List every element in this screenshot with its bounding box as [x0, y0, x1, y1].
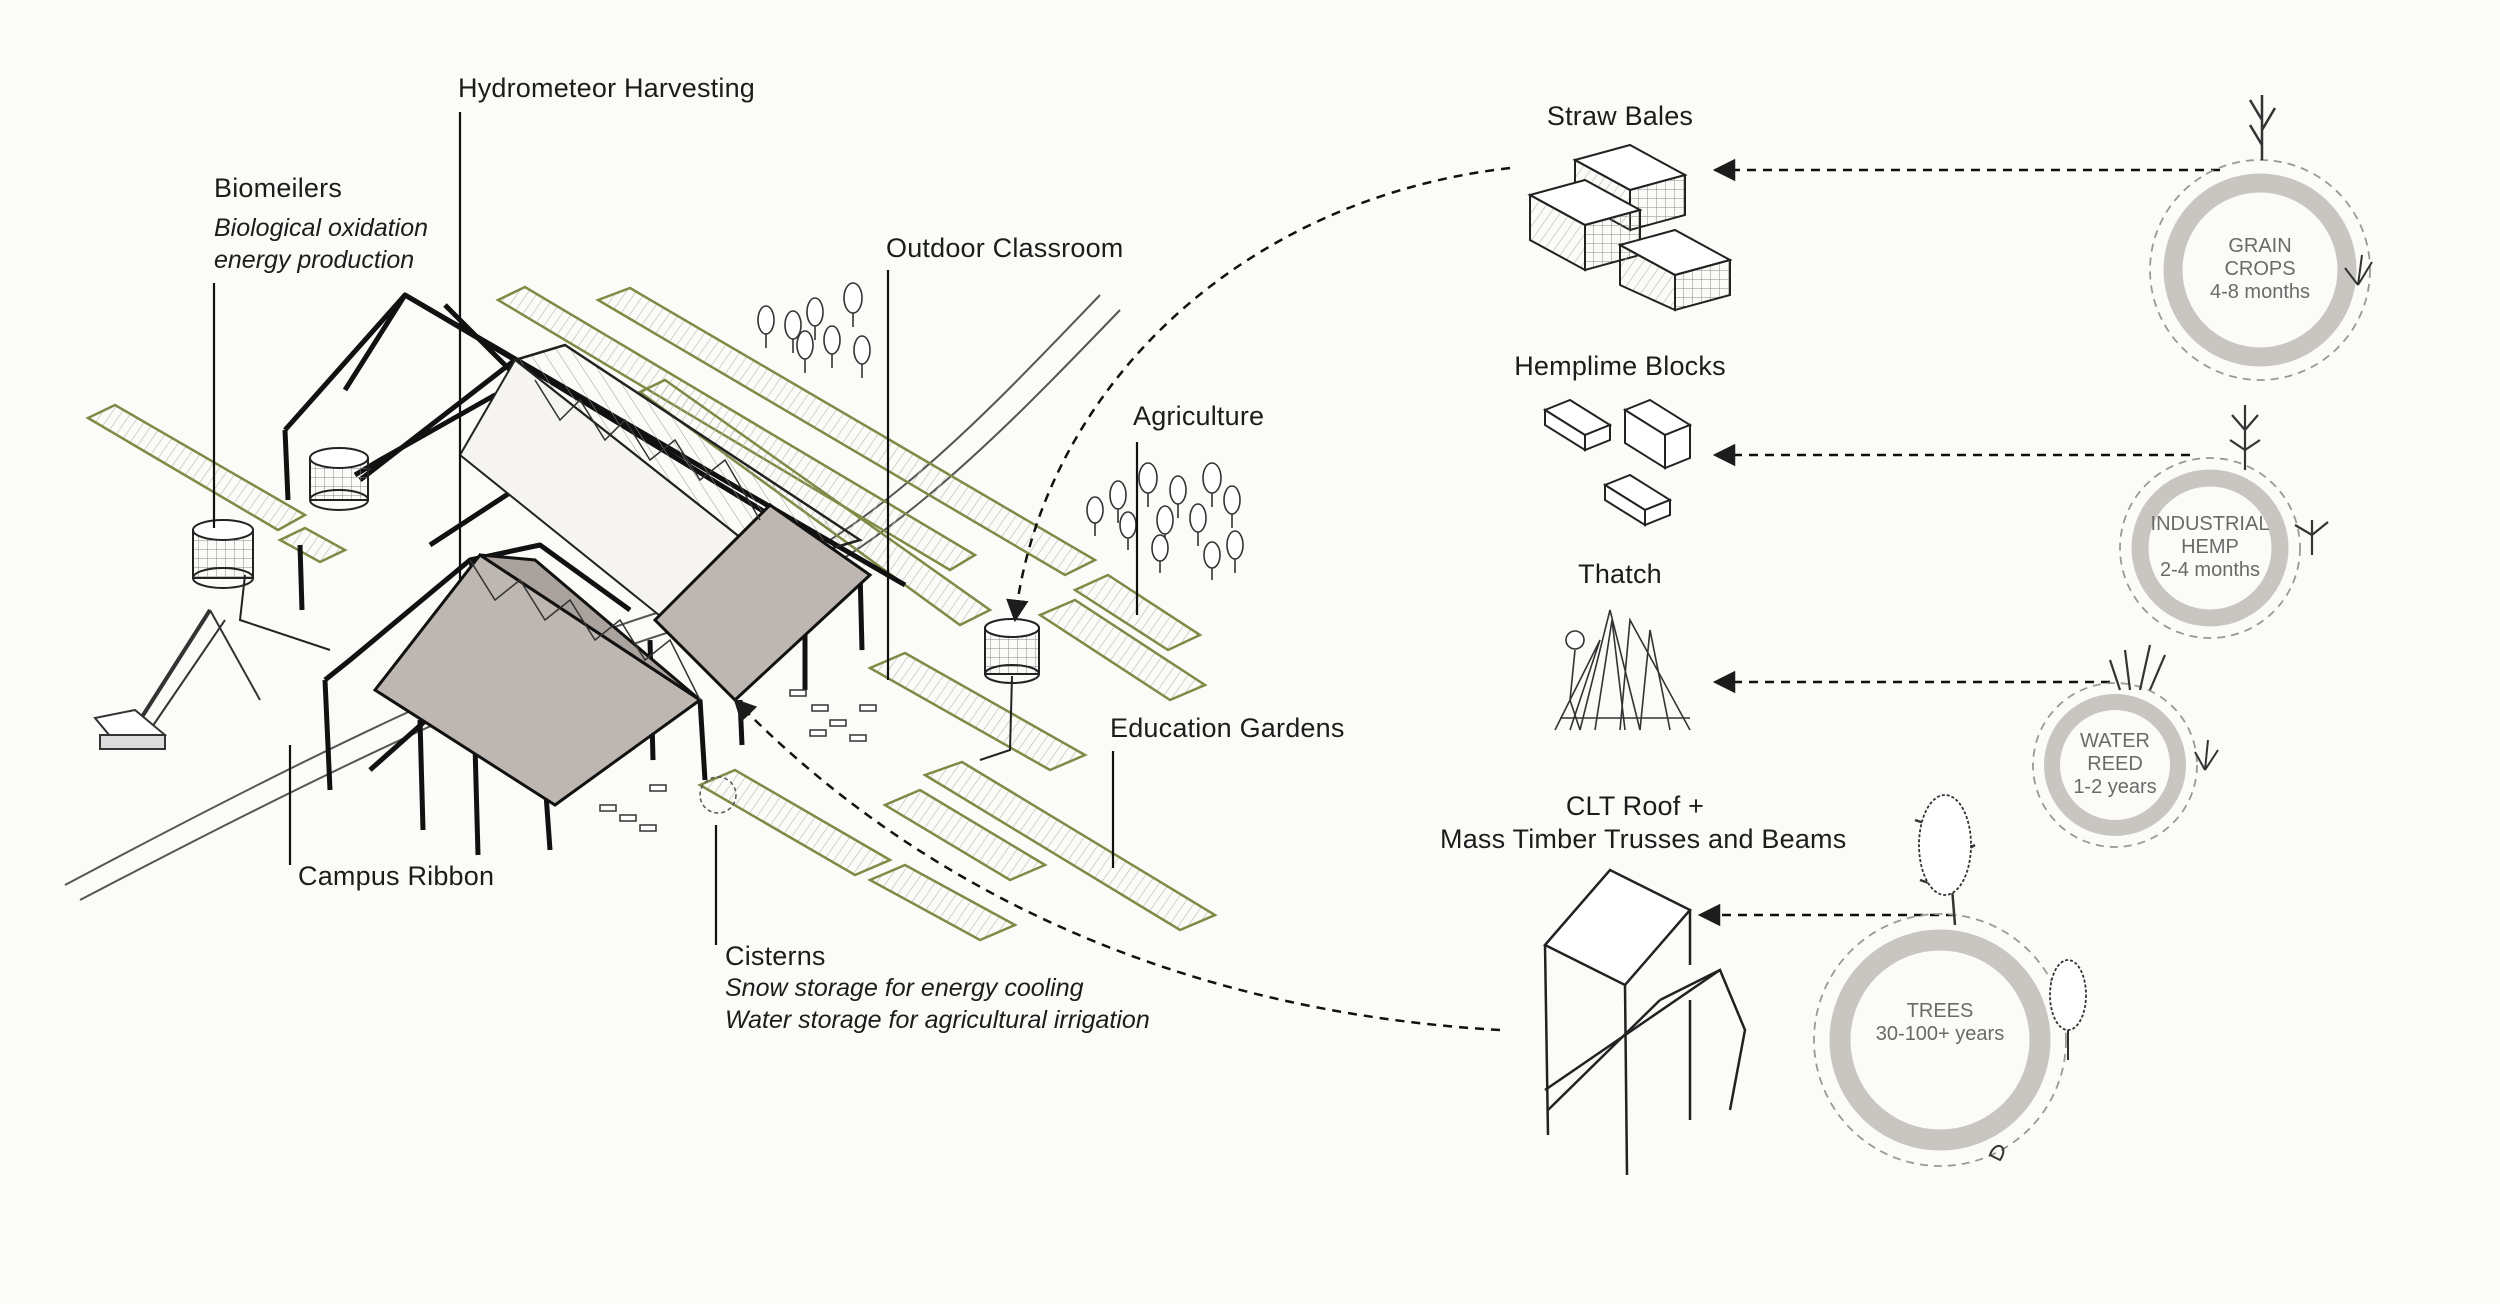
tree-cluster-agriculture [1086, 462, 1244, 580]
cycle-name-1: TREES [1906, 1000, 1974, 1022]
biomeiler-cylinder-rear [309, 447, 369, 511]
leader-lines [212, 112, 1139, 945]
cycle-industrial-hemp [2119, 405, 2329, 639]
label-hydrometeor-harvesting: Hydrometeor Harvesting [458, 73, 756, 103]
label-hemplime-blocks: Hemplime Blocks [1514, 351, 1726, 381]
cycle-label-grain-crops: GRAIN CROPS 4-8 months [2170, 235, 2350, 304]
cycle-duration: 30-100+ years [1875, 1023, 2005, 1045]
label-education-gardens: Education Gardens [1110, 713, 1345, 743]
tree-cluster-outdoor-classroom [757, 282, 871, 378]
cycle-water-reed [2032, 644, 2219, 848]
cistern-marker [699, 776, 737, 814]
label-clt-roof: CLT Roof + [1565, 791, 1705, 821]
cycle-name-2: HEMP [2181, 536, 2239, 558]
grain-plant-icon [2248, 95, 2277, 160]
cycle-name-1: INDUSTRIAL [2150, 513, 2270, 535]
cycle-grain-crops [2149, 95, 2373, 381]
cycle-duration: 4-8 months [2209, 281, 2311, 303]
label-cisterns: Cisterns [725, 941, 826, 971]
cistern-cylinder [984, 618, 1040, 684]
label-agriculture: Agriculture [1133, 401, 1265, 431]
field-plots [85, 285, 1218, 942]
label-biomeilers-sub2: energy production [214, 246, 415, 274]
label-cisterns-sub2: Water storage for agricultural irrigatio… [725, 1006, 1150, 1034]
material-flow-dashes [733, 158, 2220, 1032]
label-thatch: Thatch [1578, 559, 1662, 589]
hemplime-blocks-icon [1542, 398, 1693, 527]
hemp-seedling-icon [2294, 520, 2329, 555]
label-straw-bales: Straw Bales [1546, 101, 1694, 131]
cycle-name-1: GRAIN [2228, 235, 2292, 257]
seed-icon [1988, 1145, 2005, 1162]
cycle-label-industrial-hemp: INDUSTRIAL HEMP 2-4 months [2120, 513, 2300, 582]
classroom-seating [599, 689, 877, 832]
clt-frame-icon [1543, 868, 1747, 1176]
cycle-name-2: REED [2087, 753, 2143, 775]
cycle-duration: 1-2 years [2073, 776, 2157, 798]
cycle-trees [1813, 794, 2087, 1167]
seedling-icon [2344, 254, 2373, 286]
cycle-name-2: CROPS [2224, 258, 2296, 280]
cistern-pipe [979, 675, 1013, 761]
cycle-label-trees: TREES 30-100+ years [1850, 1000, 2030, 1046]
hemp-plant-icon [2229, 405, 2261, 470]
crane-machine [93, 608, 261, 750]
thatch-icon [1554, 609, 1691, 731]
straw-bales-icon [1527, 143, 1733, 312]
label-outdoor-classroom: Outdoor Classroom [886, 233, 1124, 263]
label-cisterns-sub1: Snow storage for energy cooling [725, 974, 1084, 1002]
truss-web [469, 379, 761, 701]
cycle-label-water-reed: WATER REED 1-2 years [2025, 730, 2205, 799]
shaded-roof-panels [372, 503, 873, 807]
label-biomeilers-sub1: Biological oxidation [214, 214, 429, 242]
label-campus-ribbon: Campus Ribbon [298, 861, 495, 891]
cycle-name-1: WATER [2080, 730, 2150, 752]
label-mass-timber: Mass Timber Trusses and Beams [1440, 824, 1847, 854]
biomeiler-cylinder-front [192, 519, 254, 589]
reed-plant-icon [2108, 644, 2167, 691]
reed-seedling-icon [2194, 739, 2219, 771]
label-biomeilers: Biomeilers [214, 173, 343, 203]
cycle-duration: 2-4 months [2159, 559, 2261, 581]
biomeiler-pipe [238, 574, 331, 651]
